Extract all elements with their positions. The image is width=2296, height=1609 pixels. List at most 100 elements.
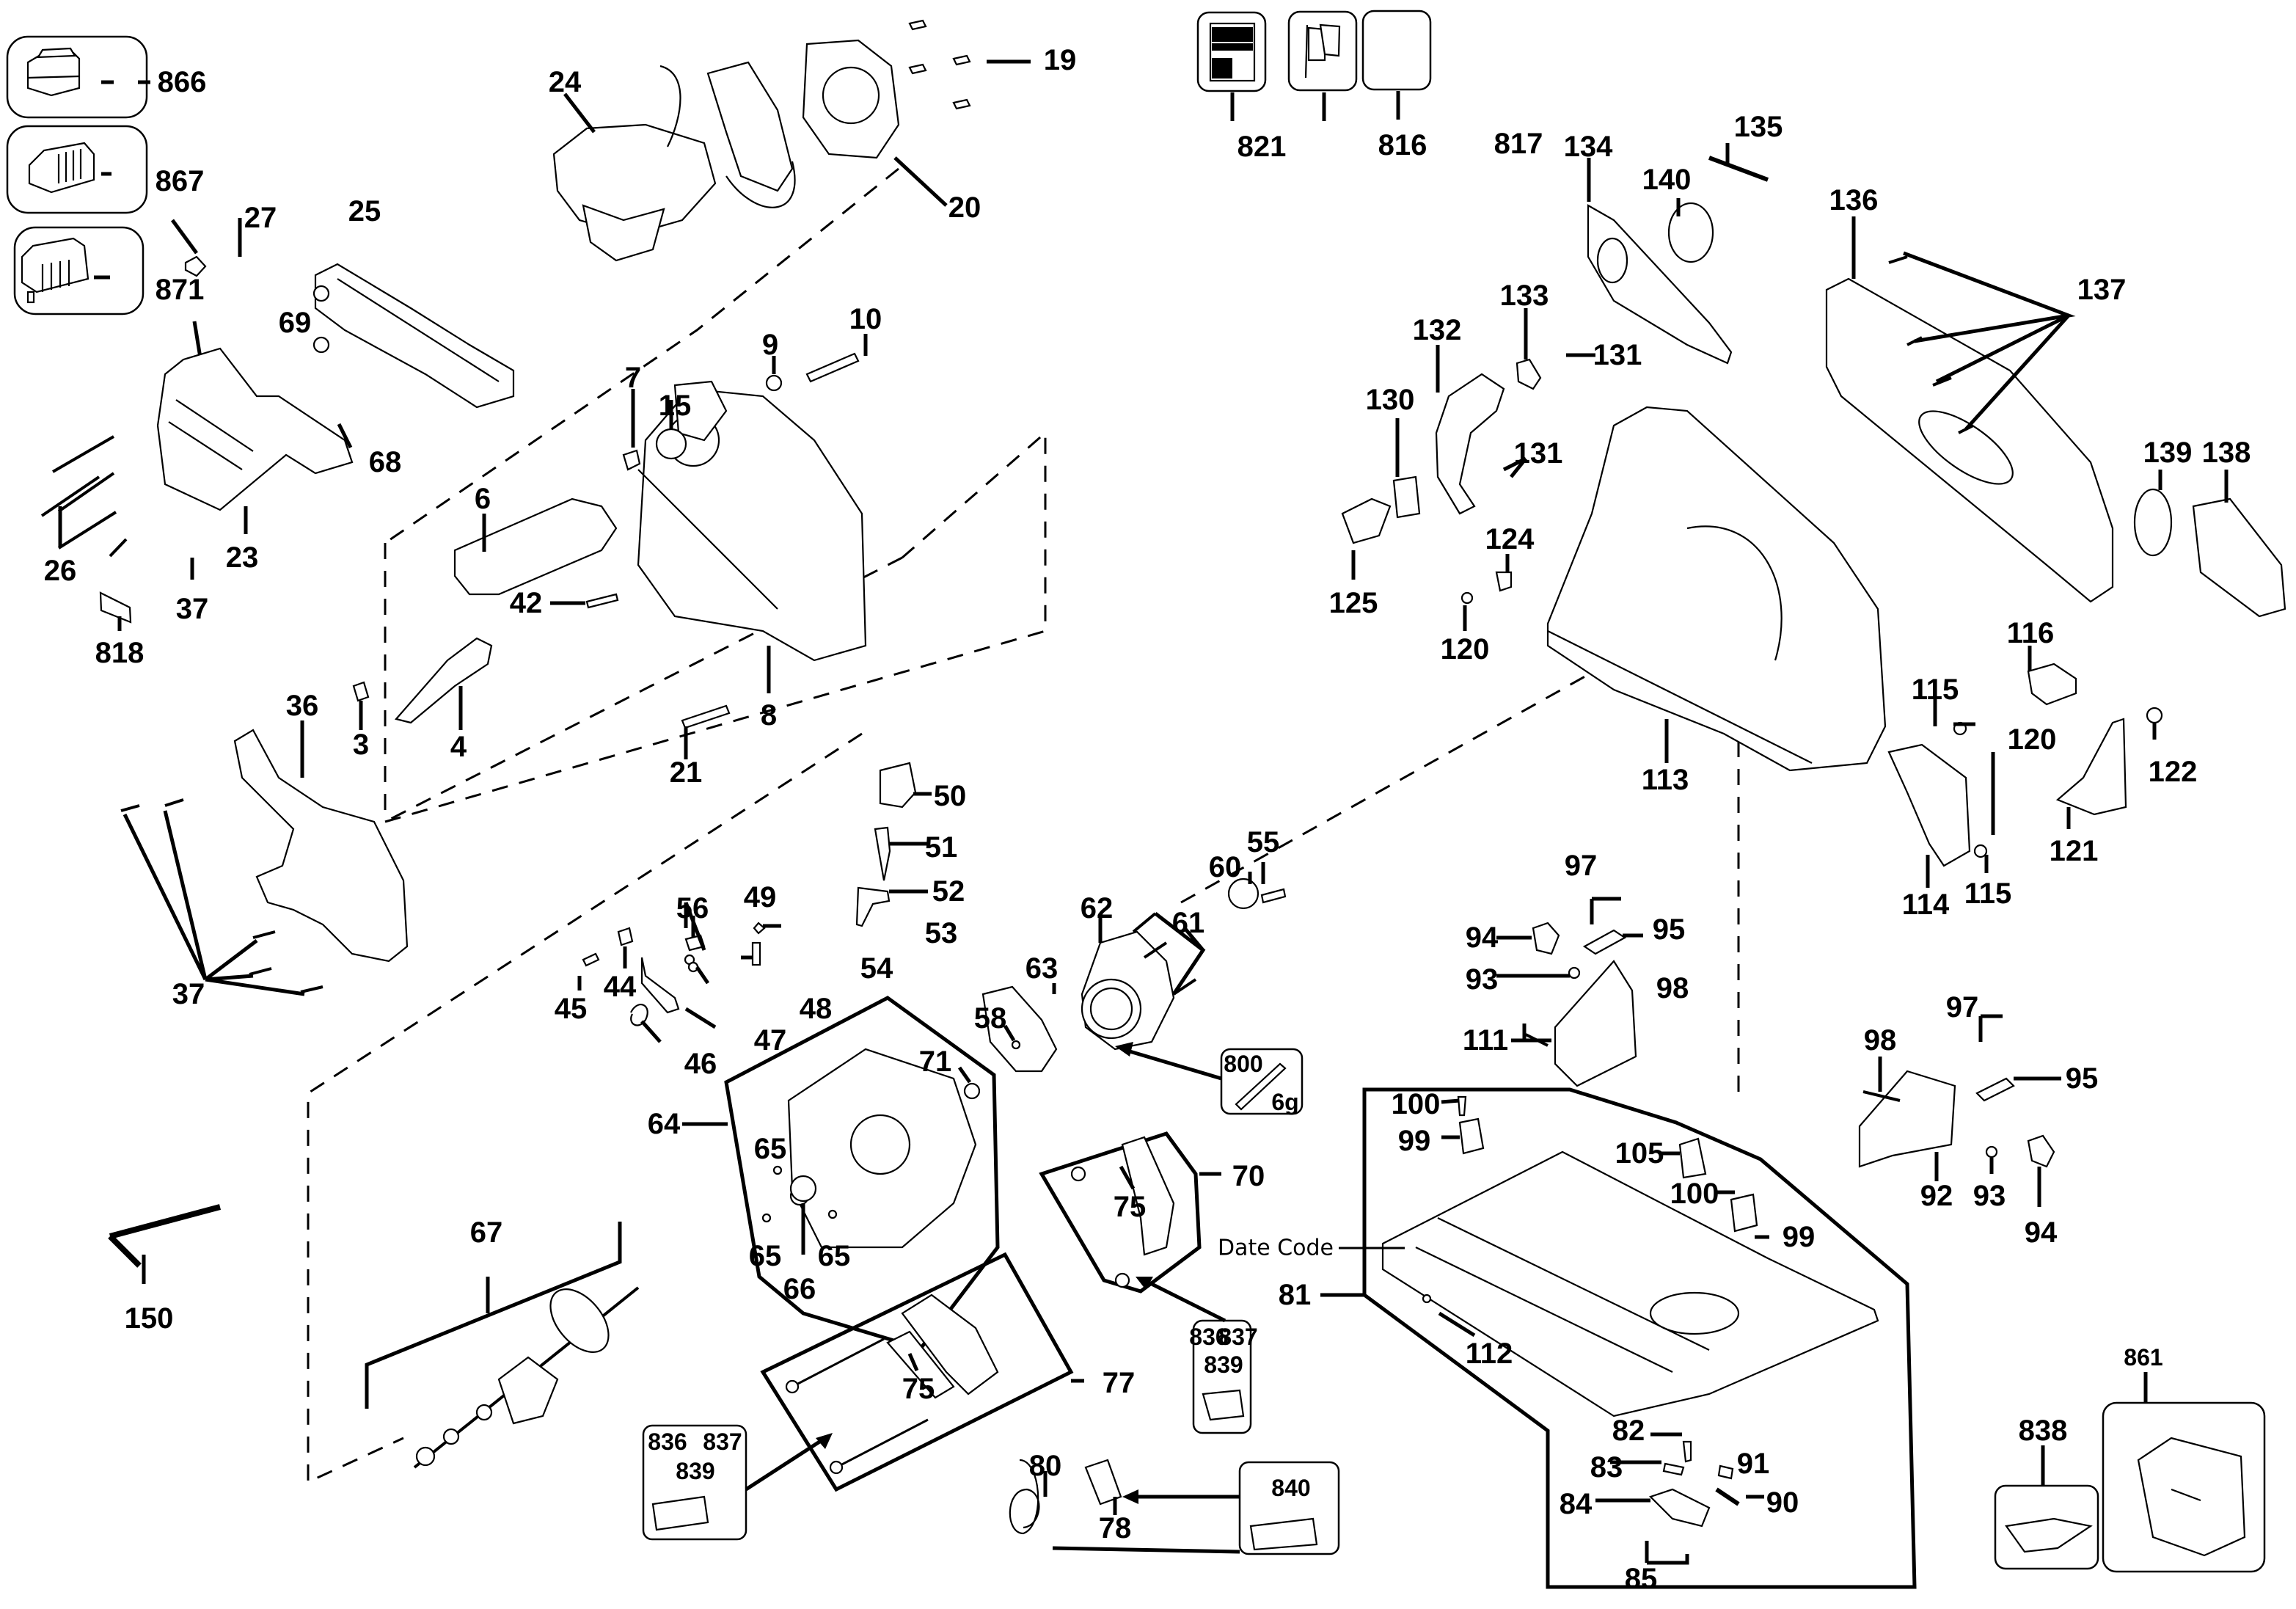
tray-box-838[interactable] <box>1994 1484 2099 1570</box>
tray-box-b[interactable] <box>642 1424 747 1541</box>
label-46: 46 <box>684 1048 717 1080</box>
part-80-spring <box>1009 1459 1040 1535</box>
part-98a-pin <box>1525 1033 1549 1047</box>
blade-guard-136 <box>1825 277 2114 603</box>
label-70: 70 <box>1232 1160 1265 1192</box>
part-10-screw <box>805 352 860 383</box>
battery-pack-icon <box>21 237 89 304</box>
leader-75b <box>907 1353 919 1371</box>
blank-label-box[interactable] <box>1361 10 1432 91</box>
part-65b <box>761 1213 772 1223</box>
label-51: 51 <box>925 831 958 864</box>
label-134: 134 <box>1564 131 1613 163</box>
tray-arrow-a <box>1143 1278 1226 1323</box>
part-48 <box>687 961 699 973</box>
part-60-bearing <box>1227 878 1259 910</box>
case-box-861[interactable] <box>2102 1401 2266 1573</box>
label-90: 90 <box>1766 1486 1799 1519</box>
flag-icon <box>1304 23 1341 79</box>
arrow-head-tray-a <box>1136 1277 1153 1290</box>
part-111 <box>1554 960 1637 1087</box>
manual-box[interactable] <box>1196 11 1267 92</box>
armature-bracket-67 <box>365 1222 622 1409</box>
battery-pack-box[interactable] <box>13 226 145 315</box>
leader-47 <box>684 1007 717 1029</box>
arrow-head-grease <box>1115 1042 1133 1057</box>
label-50: 50 <box>934 780 967 812</box>
label-99b: 99 <box>1783 1221 1816 1253</box>
label-114: 114 <box>1902 889 1950 921</box>
part-95b <box>1975 1077 2015 1102</box>
part-55-bolt <box>1260 888 1287 904</box>
grease-box[interactable] <box>1220 1048 1304 1115</box>
grease-tube-icon <box>1235 1062 1287 1111</box>
part-100a-screw <box>1457 1095 1467 1117</box>
label-94a: 94 <box>1466 922 1499 954</box>
tray-box-a[interactable] <box>1192 1319 1252 1434</box>
part-116 <box>2027 663 2077 706</box>
label-838: 838 <box>2019 1415 2068 1447</box>
part-83 <box>1662 1462 1685 1476</box>
link-frame-70 <box>1039 1131 1202 1294</box>
label-71: 71 <box>919 1046 952 1078</box>
manual-icon <box>1209 22 1256 82</box>
label-56: 56 <box>676 892 709 924</box>
part-91 <box>1717 1464 1734 1480</box>
label-4: 4 <box>450 731 467 763</box>
label-44: 44 <box>604 971 637 1003</box>
charger-box[interactable] <box>6 125 148 214</box>
label-866: 866 <box>158 66 207 98</box>
part-125-knob <box>1341 497 1392 544</box>
armature-67 <box>413 1286 640 1469</box>
label-92: 92 <box>1920 1180 1953 1212</box>
label-37b: 37 <box>172 978 205 1010</box>
battery-box[interactable] <box>6 35 150 119</box>
label-867: 867 <box>156 165 205 197</box>
part-112 <box>1422 1294 1432 1304</box>
part-78-bushing <box>1084 1459 1122 1506</box>
main-guard-113 <box>1546 406 1887 772</box>
label-75a: 75 <box>1114 1191 1147 1223</box>
part-122 <box>2146 707 2163 724</box>
label-91: 91 <box>1737 1448 1770 1480</box>
label-54: 54 <box>860 952 893 985</box>
label-115b: 115 <box>1964 878 2012 910</box>
label-113: 113 <box>1642 764 1689 796</box>
leader-61 <box>1154 912 1206 996</box>
label-139: 139 <box>2143 437 2193 469</box>
label-136: 136 <box>1829 184 1879 216</box>
label-105: 105 <box>1615 1137 1664 1170</box>
label-61: 61 <box>1172 907 1205 939</box>
electronics-assembly <box>552 39 900 262</box>
label-821: 821 <box>1237 131 1287 163</box>
label-137: 137 <box>2077 274 2127 306</box>
base-plate-81 <box>1381 1150 1879 1418</box>
label-55: 55 <box>1247 826 1280 858</box>
label-68: 68 <box>369 446 402 478</box>
flag-label-box[interactable] <box>1287 10 1358 92</box>
label-21: 21 <box>670 756 703 789</box>
leader-71 <box>957 1066 972 1084</box>
grease-part-number: 800 <box>1224 1051 1262 1077</box>
leader-100a <box>1441 1098 1460 1104</box>
tray-840-part: 840 <box>1271 1475 1310 1501</box>
part-51 <box>874 826 891 881</box>
part-98b-pin <box>1862 1090 1901 1102</box>
tray-arrow-b <box>745 1436 827 1492</box>
part-66-washer <box>789 1175 817 1203</box>
label-20: 20 <box>948 191 981 224</box>
label-62: 62 <box>1081 892 1114 924</box>
tray-box-840[interactable] <box>1238 1461 1340 1555</box>
part-46-spring <box>630 1004 648 1026</box>
leader-46 <box>640 1020 662 1043</box>
part-63-gasket <box>981 985 1058 1073</box>
part-58 <box>1011 1040 1021 1050</box>
gearbox-62 <box>1081 930 1175 1051</box>
gear-case-frame-64 <box>724 996 1000 1351</box>
label-9: 9 <box>762 329 778 361</box>
leader-68 <box>337 423 353 449</box>
label-111: 111 <box>1463 1024 1508 1057</box>
label-99a: 99 <box>1398 1125 1431 1157</box>
part-92 <box>1858 1070 1956 1168</box>
callout-labels: 866 867 871 24 19 20 27 25 69 68 9 10 7 … <box>44 44 2251 1595</box>
